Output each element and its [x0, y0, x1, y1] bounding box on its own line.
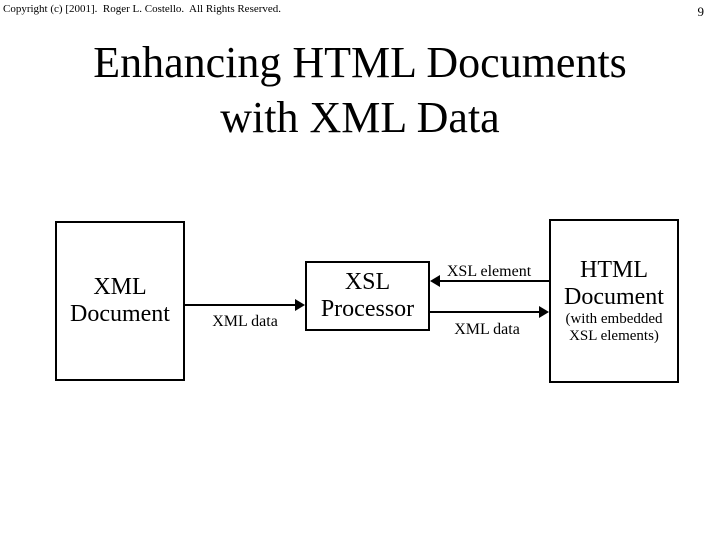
arrow-label-xsl-element: XSL element — [446, 263, 532, 280]
arrow-label-xml-data-left: XML data — [212, 313, 278, 330]
title-line-2: with XML Data — [220, 93, 500, 142]
arrowhead-right-icon — [539, 306, 549, 318]
arrow-xsl-element-to-xsl-processor-line — [439, 280, 549, 282]
box-xml-document: XML Document — [55, 221, 185, 381]
box-html-document-subtitle-line-2: XSL elements) — [569, 328, 659, 344]
box-xsl-processor-label-line-1: XSL — [344, 269, 391, 295]
box-html-document-label-line-2: Document — [564, 284, 664, 310]
arrow-label-xml-data-right: XML data — [454, 321, 520, 338]
page-number: 9 — [697, 4, 705, 19]
arrowhead-left-icon — [430, 275, 440, 287]
box-html-document: HTML Document (with embedded XSL element… — [549, 219, 679, 383]
box-html-document-subtitle-line-1: (with embedded — [565, 311, 663, 327]
box-xml-document-label-line-2: Document — [70, 301, 170, 327]
slide-title: Enhancing HTML Documents with XML Data — [0, 35, 720, 145]
arrow-xml-data-to-html-document-line — [430, 311, 540, 313]
title-line-1: Enhancing HTML Documents — [93, 38, 627, 87]
box-html-document-label-line-1: HTML — [580, 257, 648, 283]
box-xsl-processor-label-line-2: Processor — [320, 296, 415, 322]
arrowhead-right-icon — [295, 299, 305, 311]
arrow-xml-data-to-xsl-processor-line — [185, 304, 298, 306]
box-xml-document-label-line-1: XML — [93, 274, 147, 300]
copyright-text: Copyright (c) [2001]. Roger L. Costello.… — [3, 3, 282, 15]
box-xsl-processor: XSL Processor — [305, 261, 430, 331]
